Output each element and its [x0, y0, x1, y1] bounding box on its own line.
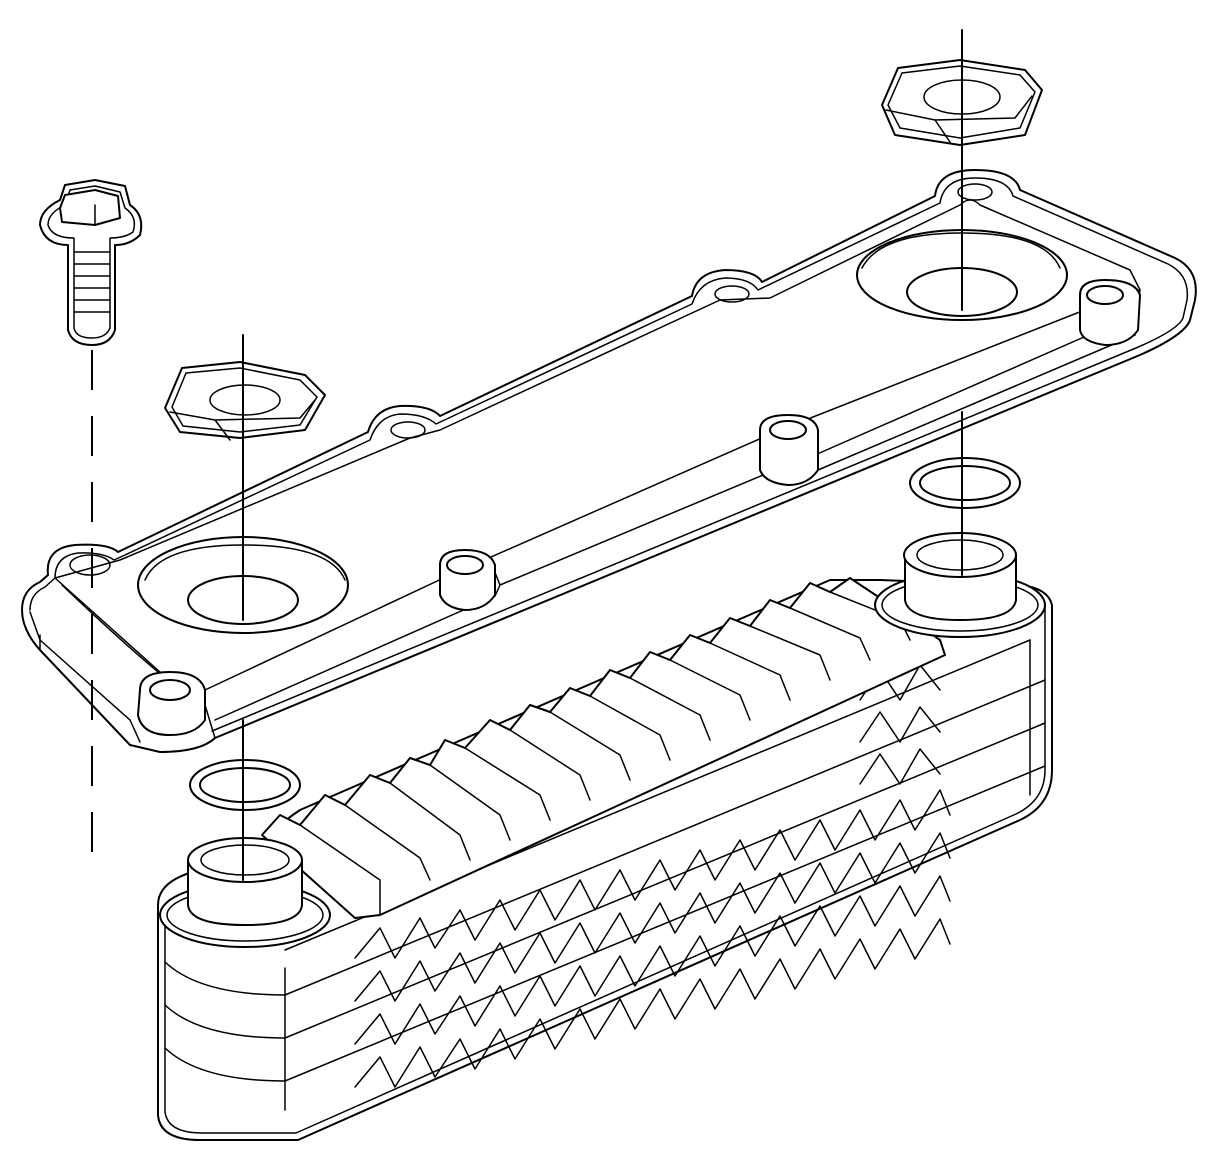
bolt: [39, 179, 143, 346]
o-ring-left: [189, 759, 301, 811]
cooler-fins: [354, 664, 951, 1088]
o-ring-right: [909, 457, 1021, 509]
oil-cooler: [157, 532, 1053, 1141]
bolt-threads: [73, 251, 111, 313]
fin-slats: [299, 591, 911, 916]
plate-layers: [164, 639, 1046, 1111]
center-lines: [91, 29, 963, 881]
left-port-boss: [159, 837, 331, 948]
cooler-top-fins: [261, 577, 946, 919]
right-port-boss: [874, 532, 1046, 638]
hex-nut-left: [164, 361, 326, 441]
plate-bolt-bosses: [69, 183, 1141, 736]
